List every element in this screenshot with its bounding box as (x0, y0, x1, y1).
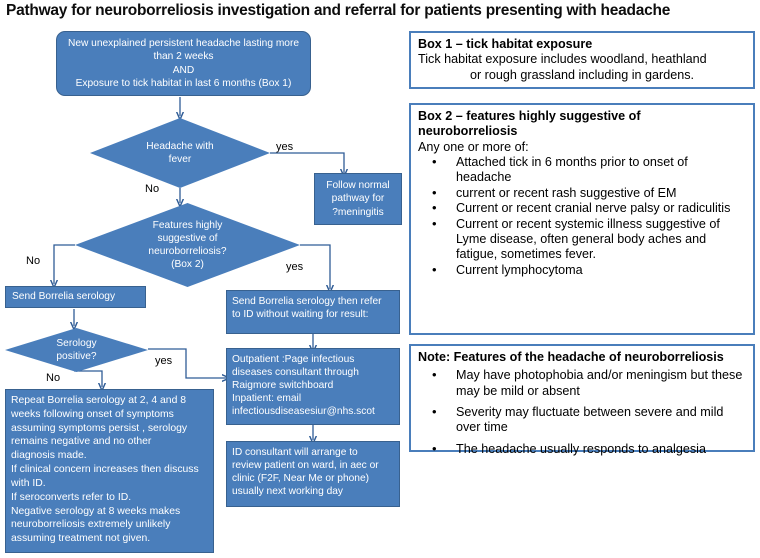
fever-line-2: fever (168, 154, 192, 165)
repeat-line-0: Repeat Borrelia serology at 2, 4 and 8 (11, 395, 187, 406)
box1-line-1: Tick habitat exposure includes woodland,… (418, 52, 707, 67)
box2-item: Attached tick in 6 months prior to onset… (418, 154, 746, 186)
refer-line-0: Send Borrelia serology then refer (232, 296, 382, 307)
node-send-borrelia-serology: Send Borrelia serology (5, 286, 146, 308)
node-repeat-serology: Repeat Borrelia serology at 2, 4 and 8 w… (5, 389, 214, 553)
box2-item: Current lymphocytoma (418, 262, 746, 278)
review-line-0: ID consultant will arrange to (232, 447, 358, 458)
box2-heading-line-1: Box 2 – features highly suggestive of (418, 109, 641, 123)
contact-line-2: Raigmore switchboard (232, 380, 334, 392)
repeat-line-8: Negative serology at 8 weeks makes (11, 505, 181, 517)
box2-item: Current or recent cranial nerve palsy or… (418, 200, 746, 216)
serology-line-1: Serology (56, 337, 97, 349)
node-follow-normal-pathway: Follow normal pathway for ?meningitis (314, 173, 402, 225)
box2-heading-line-2: neuroborreliosis (418, 124, 518, 139)
decision-serology-positive: Serology positive? (5, 328, 148, 372)
decision-headache-with-fever: Headache with fever (90, 118, 270, 188)
box1-line-2: or rough grassland including in gardens. (469, 67, 695, 82)
node-id-consultant-review: ID consultant will arrange to review pat… (226, 441, 400, 507)
repeat-line-5: If clinical concern increases then discu… (11, 464, 199, 476)
label-fever-yes: yes (276, 141, 294, 153)
start-line-1: New unexplained persistent headache last… (67, 38, 300, 50)
note-item: Severity may fluctuate between severe an… (418, 404, 746, 436)
start-line-2: than 2 weeks (153, 51, 214, 63)
note-list: May have photophobia and/or meningism bu… (418, 367, 746, 457)
repeat-line-4: diagnosis made. (11, 450, 87, 462)
info-box-note: Note: Features of the headache of neurob… (409, 344, 755, 457)
features-line-3: neuroborreliosis? (148, 246, 227, 257)
meningitis-line-3: ?meningitis (332, 206, 384, 218)
refer-line-1: to ID without waiting for result: (232, 309, 369, 321)
label-features-yes: yes (286, 261, 304, 273)
decision-features-suggestive: Features highly suggestive of neuroborre… (75, 203, 300, 287)
page-title: Pathway for neuroborreliosis investigati… (6, 2, 671, 19)
review-line-1: review patient on ward, in aec or (232, 460, 379, 472)
fever-line-1: Headache with (146, 140, 214, 152)
node-refer-to-id: Send Borrelia serology then refer to ID … (226, 290, 400, 334)
contact-email: infectiousdiseasesiur@nhs.scot (232, 406, 375, 418)
repeat-line-7: If seroconverts refer to ID. (11, 491, 132, 503)
repeat-line-9: neuroborreliosis extremely unlikely (11, 519, 171, 531)
meningitis-line-2: pathway for (331, 193, 385, 205)
review-line-3: usually next working day (232, 486, 343, 498)
contact-line-0: Outpatient :Page infectious (232, 354, 355, 365)
box2-list: Attached tick in 6 months prior to onset… (418, 154, 746, 278)
repeat-line-6: with ID. (11, 477, 46, 489)
send-serology-label: Send Borrelia serology (12, 291, 116, 303)
box2-intro: Any one or more of: (418, 139, 529, 154)
info-box-2: Box 2 – features highly suggestive of ne… (409, 103, 755, 335)
label-serology-no: No (46, 372, 61, 384)
note-item: The headache usually responds to analges… (418, 441, 746, 457)
note-heading: Note: Features of the headache of neurob… (418, 350, 724, 364)
review-line-2: clinic (F2F, Near Me or phone) (232, 473, 370, 485)
repeat-line-2: assuming symptoms persist , serology (11, 422, 188, 434)
note-item: May have photophobia and/or meningism bu… (418, 367, 746, 399)
box1-heading: Box 1 – tick habitat exposure (418, 37, 593, 51)
repeat-line-3: remains negative and no other (11, 436, 152, 448)
node-contact-details: Outpatient :Page infectious diseases con… (226, 348, 400, 425)
label-serology-yes: yes (155, 355, 173, 367)
start-line-4: Exposure to tick habitat in last 6 month… (75, 77, 292, 89)
features-line-2: suggestive of (157, 232, 218, 244)
node-start: New unexplained persistent headache last… (56, 31, 311, 96)
serology-line-2: positive? (56, 351, 97, 362)
repeat-line-10: assuming treatment not given. (11, 533, 151, 545)
contact-line-3: Inpatient: email (232, 393, 302, 405)
features-line-1: Features highly (152, 219, 223, 231)
start-line-3: AND (172, 64, 195, 76)
info-box-1: Box 1 – tick habitat exposure Tick habit… (409, 31, 755, 89)
features-line-4: (Box 2) (171, 259, 204, 271)
meningitis-line-1: Follow normal (326, 180, 390, 192)
repeat-line-1: weeks following onset of symptoms (11, 408, 174, 420)
contact-line-1: diseases consultant through (232, 367, 359, 379)
label-features-no: No (26, 255, 41, 267)
label-fever-no: No (145, 183, 160, 195)
box2-item: Current or recent systemic illness sugge… (418, 216, 746, 263)
box2-item: current or recent rash suggestive of EM (418, 185, 746, 201)
